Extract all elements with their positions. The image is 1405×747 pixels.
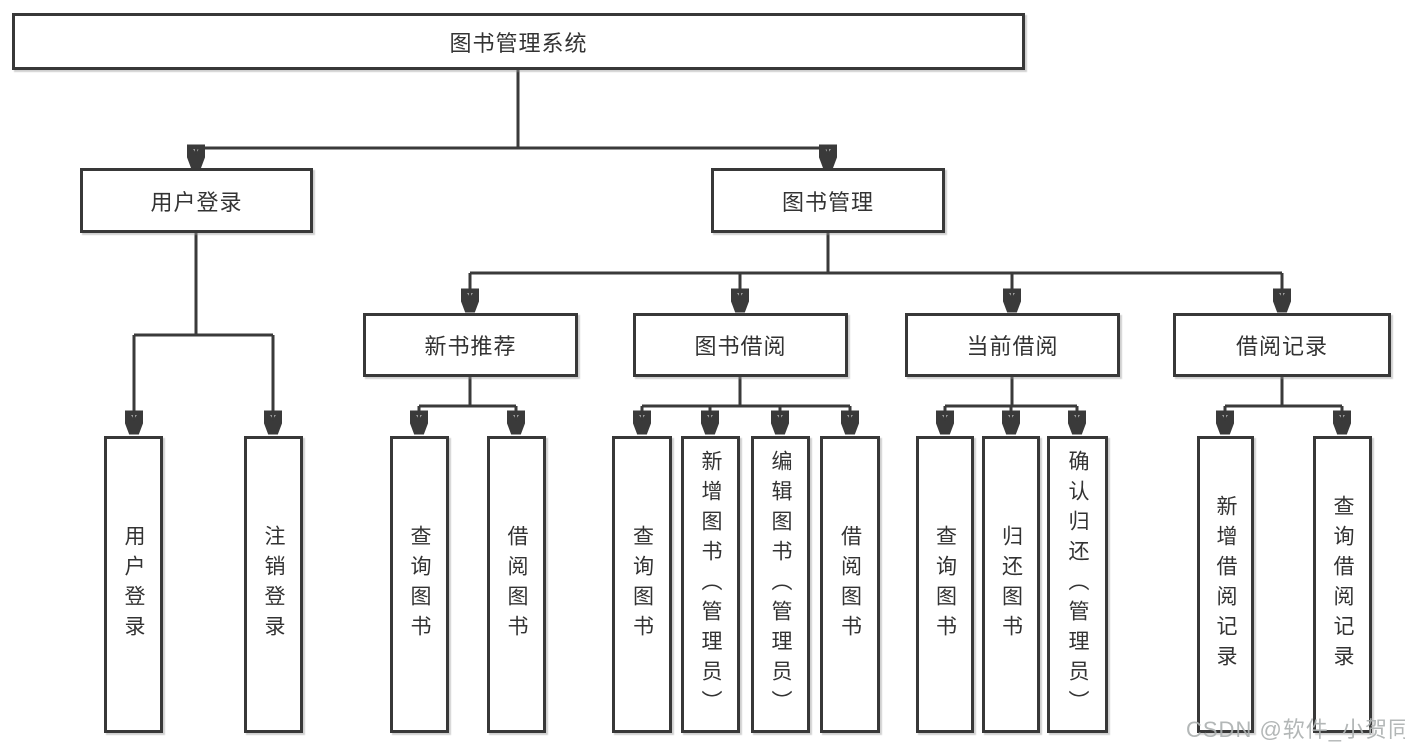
leaf-logout: 注销登录	[244, 436, 303, 733]
node-user-login: 用户登录	[80, 168, 313, 233]
leaf-label: 编辑图书（管理员）	[769, 449, 792, 720]
csdn-watermark: CSDN @软件_小贺同学	[1186, 717, 1405, 742]
leaf-user-login: 用户登录	[104, 436, 163, 733]
node-current-borrowing: 当前借阅	[905, 313, 1120, 377]
leaf-label: 新增图书（管理员）	[699, 449, 722, 720]
leaf-label: 新增借阅记录	[1214, 494, 1237, 675]
leaf-label: 借阅图书	[505, 524, 528, 645]
leaf-label: 查询图书	[630, 524, 654, 645]
leaf-confirm-return-admin: 确认归还（管理员）	[1047, 436, 1108, 733]
node-new-book-recommend: 新书推荐	[363, 313, 578, 377]
leaf-query-book-current: 查询图书	[916, 436, 974, 733]
leaf-borrow-book-borrowing: 借阅图书	[820, 436, 880, 733]
node-book-management: 图书管理	[711, 168, 945, 233]
node-book-borrowing: 图书借阅	[633, 313, 848, 377]
leaf-query-book-recommend: 查询图书	[390, 436, 449, 733]
leaf-query-book-borrowing: 查询图书	[612, 436, 672, 733]
leaf-label: 查询图书	[933, 524, 957, 645]
leaf-return-book: 归还图书	[982, 436, 1040, 733]
leaf-label: 注销登录	[262, 524, 285, 645]
leaf-add-book-admin: 新增图书（管理员）	[681, 436, 740, 733]
leaf-label: 查询图书	[408, 524, 431, 645]
leaf-edit-book-admin: 编辑图书（管理员）	[751, 436, 810, 733]
leaf-label: 确认归还（管理员）	[1066, 449, 1089, 720]
leaf-label: 用户登录	[122, 524, 145, 645]
leaf-label: 查询借阅记录	[1331, 494, 1354, 675]
leaf-borrow-book-recommend: 借阅图书	[487, 436, 546, 733]
leaf-add-borrow-record: 新增借阅记录	[1197, 436, 1254, 733]
node-borrow-records: 借阅记录	[1173, 313, 1391, 377]
leaf-label: 归还图书	[999, 524, 1023, 645]
node-library-management-system: 图书管理系统	[12, 13, 1025, 70]
leaf-label: 借阅图书	[838, 524, 862, 645]
leaf-query-borrow-record: 查询借阅记录	[1313, 436, 1372, 733]
